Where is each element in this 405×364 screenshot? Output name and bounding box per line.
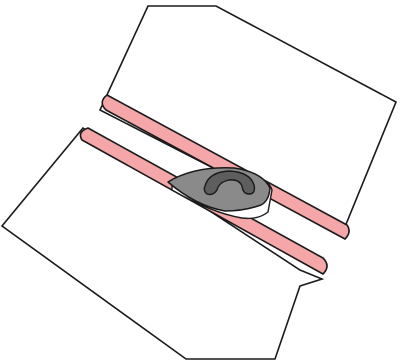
ironing-seam-illustration [0, 0, 405, 364]
illustration-canvas [0, 0, 405, 364]
